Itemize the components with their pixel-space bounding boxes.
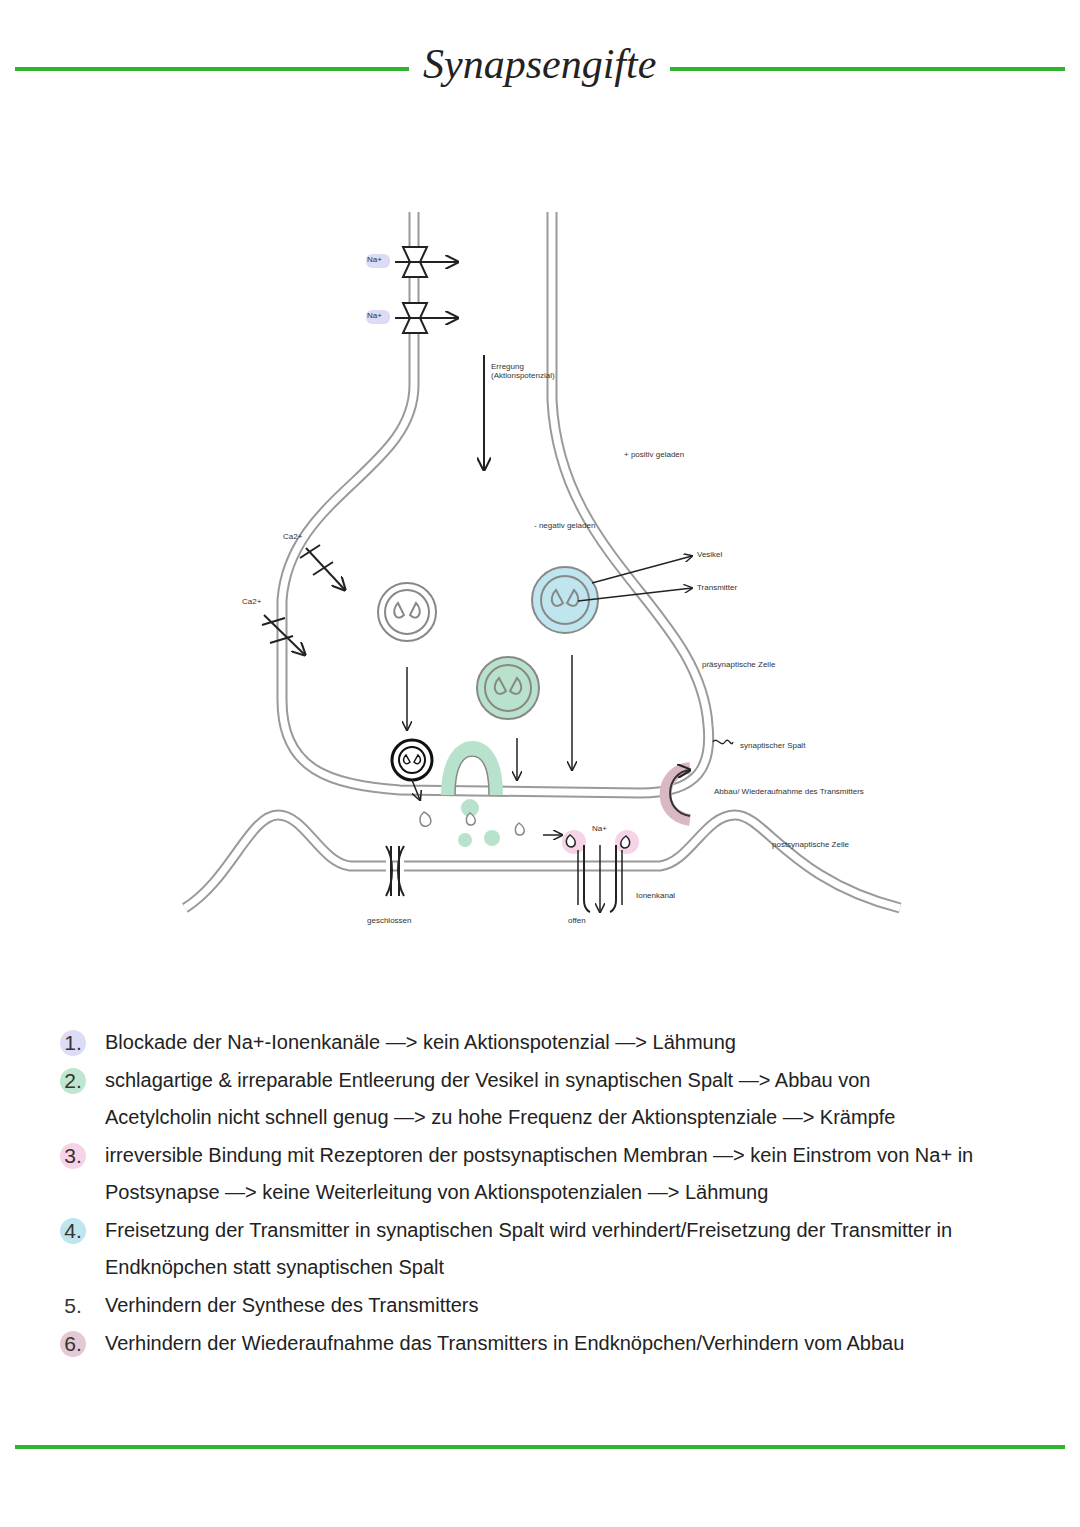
callout-number: 2. — [60, 1068, 86, 1094]
vesicle — [378, 567, 598, 719]
callout-number: 4. — [60, 1218, 86, 1244]
diagram-label: offen — [568, 916, 586, 925]
diagram-label: Ionenkanal — [636, 891, 675, 900]
diagram-label: - negativ geladen — [534, 521, 595, 530]
excitation-arrow — [483, 355, 485, 470]
list-item: schlagartige & irreparable Entleerung de… — [105, 1062, 975, 1136]
receptor-open — [562, 830, 639, 912]
rule-line — [15, 1445, 1065, 1449]
transmitter-molecule — [420, 799, 562, 847]
list-item: Blockade der Na+-Ionenkanäle —> kein Akt… — [105, 1024, 975, 1061]
vesicle-fusion — [392, 740, 496, 795]
diagram-label: Vesikel — [697, 550, 722, 559]
presynaptic-membrane — [282, 212, 709, 793]
diagram-label: Abbau/ Wiederaufnahme des Transmitters — [714, 787, 864, 796]
callout-number: 6. — [60, 1331, 86, 1357]
reuptake-symbol — [666, 768, 690, 820]
diagram-label: synaptischer Spalt — [740, 741, 805, 750]
diagram-label: Ca2+ — [283, 532, 302, 541]
calcium-channel — [262, 545, 345, 655]
callout-number: 5. — [60, 1293, 86, 1319]
diagram-label: Na+ — [592, 824, 607, 833]
diagram-label: Erregung (Aktionspotenzial) — [491, 362, 553, 380]
callout-number: 3. — [60, 1143, 86, 1169]
diagram-label: postsynaptische Zelle — [772, 840, 849, 849]
diagram-label: + positiv geladen — [624, 450, 684, 459]
list-item: Verhindern der Synthese des Transmitters — [105, 1287, 975, 1324]
diagram-label: präsynaptische Zelle — [702, 660, 775, 669]
diagram-label: Na+ — [367, 311, 382, 320]
diagram-label: Ca2+ — [242, 597, 261, 606]
sodium-channel — [395, 247, 458, 333]
diagram-label: Transmitter — [697, 583, 737, 592]
postsynaptic-membrane — [185, 815, 900, 908]
receptor-closed — [386, 846, 404, 896]
page-title: Synapsengifte — [409, 40, 670, 88]
vesicle-path-arrow — [407, 655, 572, 800]
callout-number: 1. — [60, 1030, 86, 1056]
list-item: Freisetzung der Transmitter in synaptisc… — [105, 1212, 975, 1286]
diagram-label: geschlossen — [367, 916, 411, 925]
list-item: Verhindern der Wiederaufnahme das Transm… — [105, 1325, 975, 1362]
list-item: irreversible Bindung mit Rezeptoren der … — [105, 1137, 975, 1211]
ion-highlight — [366, 254, 390, 268]
diagram-label: Na+ — [367, 255, 382, 264]
ion-highlight — [366, 310, 390, 324]
